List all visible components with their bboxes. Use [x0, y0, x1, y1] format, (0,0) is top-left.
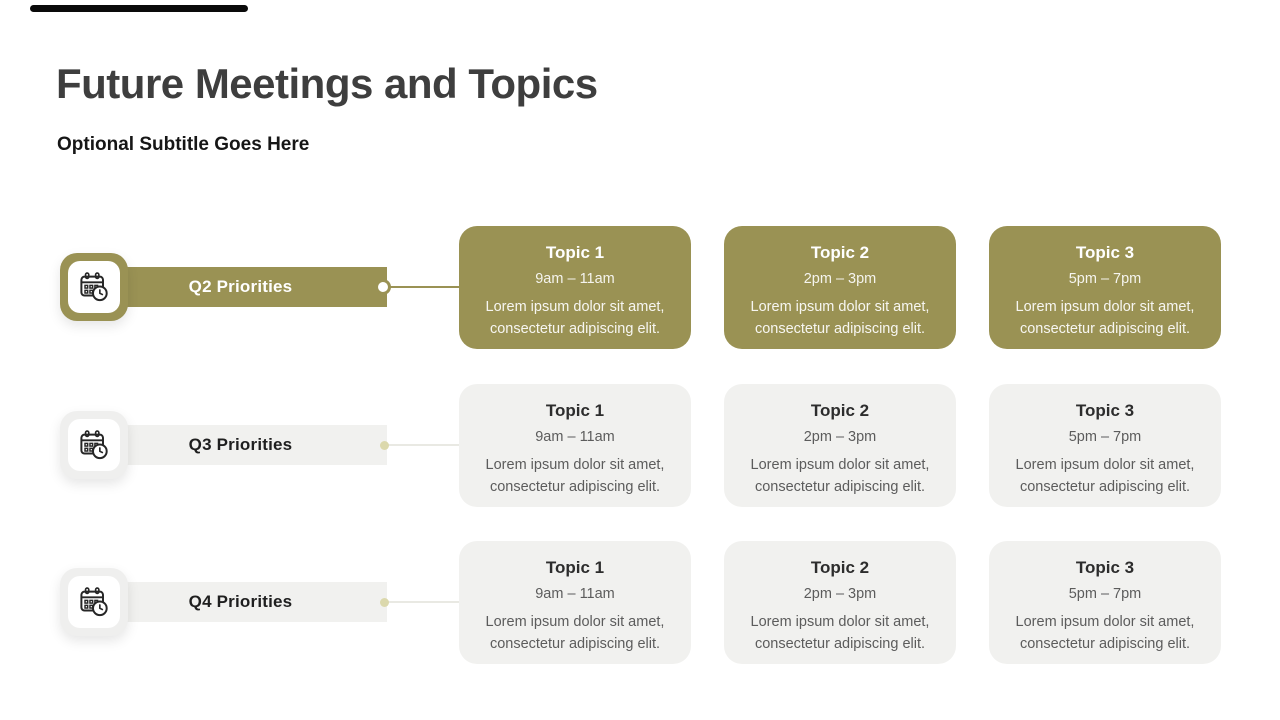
topic-time: 5pm – 7pm — [1068, 429, 1142, 445]
topic-card: Topic 1 9am – 11am Lorem ipsum dolor sit… — [459, 384, 691, 507]
connector-dot — [380, 598, 389, 607]
row-icon-tile — [60, 568, 128, 636]
calendar-clock-icon — [80, 587, 108, 617]
topic-card: Topic 1 9am – 11am Lorem ipsum dolor sit… — [459, 541, 691, 664]
topic-time: 9am – 11am — [535, 429, 615, 445]
connector-line — [388, 286, 459, 288]
connector-line — [388, 601, 459, 603]
topic-time: 5pm – 7pm — [1068, 586, 1142, 602]
priority-row-q4: Q4 Priorities Topic 1 9am – 11am Lorem i… — [0, 532, 1280, 672]
topic-card: Topic 3 5pm – 7pm Lorem ipsum dolor sit … — [989, 384, 1221, 507]
topic-card: Topic 3 5pm – 7pm Lorem ipsum dolor sit … — [989, 226, 1221, 349]
row-label: Q3 Priorities — [188, 435, 293, 454]
topic-card: Topic 2 2pm – 3pm Lorem ipsum dolor sit … — [724, 541, 956, 664]
topic-time: 5pm – 7pm — [1068, 271, 1142, 287]
row-label: Q4 Priorities — [188, 592, 293, 611]
topic-time: 2pm – 3pm — [803, 429, 877, 445]
topic-description: Lorem ipsum dolor sit amet, consectetur … — [1015, 614, 1195, 652]
priority-row-q2: Q2 Priorities Topic 1 9am – 11am Lorem i… — [0, 217, 1280, 357]
topic-title: Topic 3 — [1075, 558, 1135, 577]
topic-card: Topic 2 2pm – 3pm Lorem ipsum dolor sit … — [724, 384, 956, 507]
page-subtitle: Optional Subtitle Goes Here — [57, 134, 310, 155]
row-label: Q2 Priorities — [188, 277, 293, 296]
calendar-clock-icon — [80, 430, 108, 460]
top-accent-bar — [30, 5, 248, 12]
topic-description: Lorem ipsum dolor sit amet, consectetur … — [750, 299, 930, 337]
topic-time: 2pm – 3pm — [803, 271, 877, 287]
topic-description: Lorem ipsum dolor sit amet, consectetur … — [1015, 299, 1195, 337]
topic-title: Topic 2 — [810, 558, 870, 577]
topic-title: Topic 3 — [1075, 401, 1135, 420]
calendar-clock-icon — [80, 272, 108, 302]
topic-title: Topic 1 — [545, 558, 605, 577]
connector-dot — [375, 279, 391, 295]
priority-row-q3: Q3 Priorities Topic 1 9am – 11am Lorem i… — [0, 375, 1280, 515]
topic-card: Topic 1 9am – 11am Lorem ipsum dolor sit… — [459, 226, 691, 349]
topic-description: Lorem ipsum dolor sit amet, consectetur … — [750, 614, 930, 652]
connector-dot — [380, 441, 389, 450]
topic-title: Topic 1 — [545, 243, 605, 262]
topic-description: Lorem ipsum dolor sit amet, consectetur … — [485, 299, 665, 337]
connector-line — [388, 444, 459, 446]
topic-description: Lorem ipsum dolor sit amet, consectetur … — [1015, 457, 1195, 495]
topic-time: 9am – 11am — [535, 271, 615, 287]
topic-description: Lorem ipsum dolor sit amet, consectetur … — [485, 614, 665, 652]
topic-title: Topic 2 — [810, 401, 870, 420]
topic-card: Topic 2 2pm – 3pm Lorem ipsum dolor sit … — [724, 226, 956, 349]
topic-description: Lorem ipsum dolor sit amet, consectetur … — [750, 457, 930, 495]
topic-time: 2pm – 3pm — [803, 586, 877, 602]
row-label-bar-q4: Q4 Priorities — [94, 582, 387, 622]
page-title: Future Meetings and Topics — [56, 60, 598, 107]
row-icon-tile — [60, 253, 128, 321]
topic-time: 9am – 11am — [535, 586, 615, 602]
topic-card: Topic 3 5pm – 7pm Lorem ipsum dolor sit … — [989, 541, 1221, 664]
row-label-bar-q3: Q3 Priorities — [94, 425, 387, 465]
topic-title: Topic 3 — [1075, 243, 1135, 262]
topic-title: Topic 2 — [810, 243, 870, 262]
topic-description: Lorem ipsum dolor sit amet, consectetur … — [485, 457, 665, 495]
row-icon-tile — [60, 411, 128, 479]
topic-title: Topic 1 — [545, 401, 605, 420]
row-label-bar-q2: Q2 Priorities — [94, 267, 387, 307]
